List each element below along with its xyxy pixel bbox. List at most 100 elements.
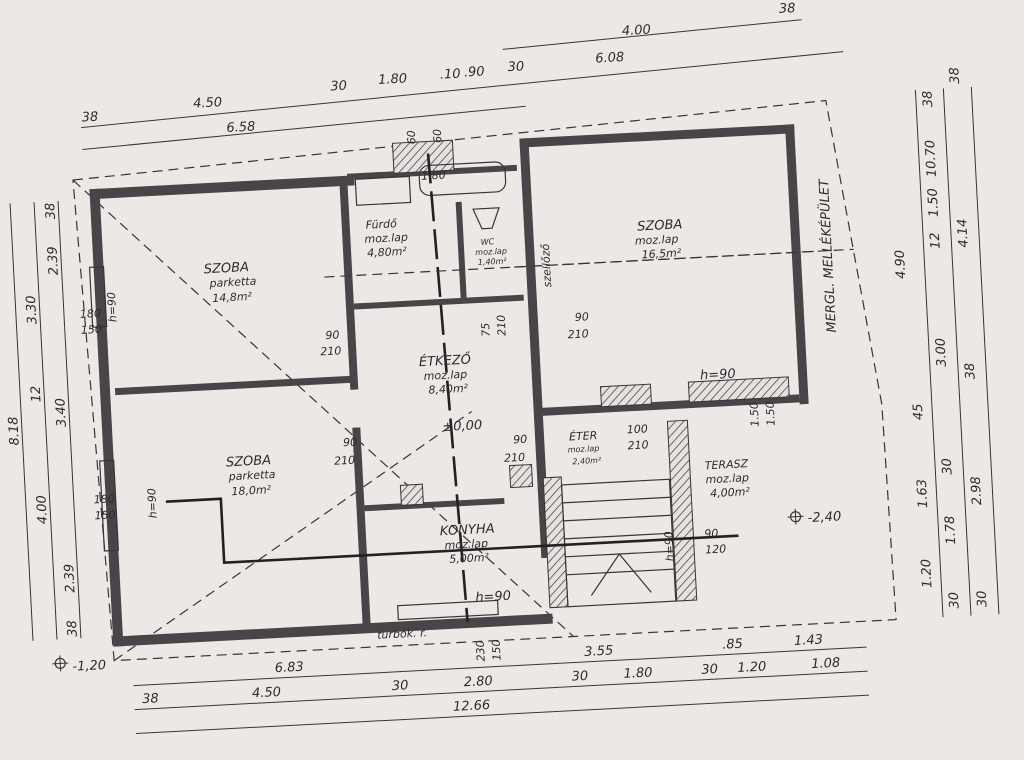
window	[99, 459, 120, 552]
svg-text:2.98: 2.98	[969, 476, 985, 506]
svg-text:1.08: 1.08	[811, 656, 841, 672]
room-floor: moz.lap	[364, 231, 408, 246]
room-area: 8,40m²	[428, 382, 469, 397]
svg-text:30: 30	[701, 662, 718, 678]
room-name: SZOBA	[226, 453, 272, 470]
sill-height: h=90	[662, 531, 677, 562]
svg-text:30: 30	[330, 79, 347, 95]
svg-text:30: 30	[947, 592, 963, 609]
svg-text:150: 150	[94, 508, 116, 522]
room-floor: moz.lap	[635, 232, 679, 247]
dim-left: 8.18 3.30 12 4.00 38 2.39 3.40 2.39 38	[6, 200, 82, 641]
room-name: TERASZ	[704, 457, 748, 472]
svg-text:8.18: 8.18	[6, 416, 22, 446]
sill-height: h=90	[105, 292, 120, 323]
svg-text:12.66: 12.66	[453, 698, 491, 715]
svg-text:10.70: 10.70	[923, 140, 940, 178]
svg-text:90: 90	[325, 328, 340, 342]
svg-text:1.80: 1.80	[378, 71, 408, 87]
svg-text:.85: .85	[722, 637, 743, 653]
wall	[114, 375, 355, 396]
room-name: SZOBA	[203, 260, 249, 277]
wall	[353, 294, 524, 310]
svg-text:-1,20: -1,20	[72, 658, 106, 675]
svg-text:1.63: 1.63	[915, 479, 931, 509]
wall	[364, 497, 505, 512]
room-szoba-1: SZOBA parketta 14,8m²	[203, 260, 256, 305]
room-floor: moz.lap	[568, 444, 600, 455]
svg-text:3.00: 3.00	[933, 338, 949, 368]
svg-text:60: 60	[431, 129, 445, 144]
svg-text:1.20: 1.20	[919, 559, 935, 589]
dim-bottom: 6.83 3.55 .85 1.43 38 4.50 30 2.80 30 1.…	[133, 632, 870, 735]
svg-text:4.14: 4.14	[955, 218, 971, 248]
wall	[339, 179, 359, 390]
bath-dim: 1.80	[421, 169, 446, 183]
svg-text:45: 45	[911, 403, 927, 420]
masonry	[508, 463, 534, 489]
sill-height: h=90	[475, 589, 511, 606]
svg-text:38: 38	[963, 362, 979, 379]
svg-text:38: 38	[65, 620, 81, 637]
svg-text:1.20: 1.20	[737, 659, 767, 675]
svg-text:4.50: 4.50	[193, 95, 223, 111]
room-area: 2,40m²	[572, 456, 602, 467]
section-cut-b	[426, 153, 469, 623]
room-name: Fürdő	[365, 217, 397, 232]
section-line	[324, 250, 814, 278]
svg-text:1.50: 1.50	[748, 402, 762, 427]
room-szoba-3: SZOBA moz.lap 16,5m²	[635, 217, 683, 261]
window	[88, 265, 108, 328]
svg-text:210: 210	[567, 327, 589, 341]
dim-top: 4.00 38 4.50 30 1.80 .10 .90 30 6.08 38 …	[81, 1, 844, 151]
room-floor: parketta	[227, 468, 276, 483]
svg-text:90: 90	[343, 436, 358, 450]
svg-text:75: 75	[479, 322, 493, 337]
wall	[112, 613, 553, 647]
room-area: 14,8m²	[212, 290, 253, 305]
svg-text:38: 38	[81, 110, 98, 126]
room-name: KONYHA	[439, 522, 494, 540]
room-etkezo: ÉTKEZŐ moz.lap 8,40m²	[419, 351, 473, 397]
room-name: ÉTKEZŐ	[419, 351, 473, 370]
svg-text:-2,40: -2,40	[807, 509, 841, 526]
svg-text:1.50: 1.50	[926, 188, 942, 218]
svg-text:1.43: 1.43	[794, 632, 824, 648]
room-wc: WC moz.lap 1,40m²	[475, 237, 508, 267]
room-area: 1,40m²	[478, 256, 508, 267]
toilet	[472, 207, 500, 230]
roof-ridge-1	[72, 179, 574, 637]
sill-height: h=90	[145, 488, 160, 519]
svg-text:38: 38	[779, 1, 796, 17]
svg-text:210: 210	[495, 315, 509, 337]
room-szoba-2: SZOBA parketta 18,0m²	[226, 453, 276, 498]
room-floor: moz.lap	[423, 368, 467, 383]
section-cut-a	[165, 497, 739, 565]
turbo-label: turbók. r.	[377, 626, 428, 642]
svg-text:150: 150	[490, 639, 504, 661]
svg-text:38: 38	[947, 67, 963, 84]
svg-text:210: 210	[334, 454, 356, 468]
bathtub	[418, 161, 507, 197]
room-floor: moz.lap	[705, 471, 749, 486]
svg-text:38: 38	[43, 202, 59, 219]
svg-text:.90: .90	[463, 64, 484, 80]
masonry	[599, 383, 652, 408]
svg-text:210: 210	[320, 344, 342, 358]
wall	[352, 427, 371, 628]
window	[397, 599, 499, 621]
svg-text:4.90: 4.90	[893, 250, 909, 280]
level-marker-m240: -2,40	[787, 508, 842, 526]
masonry	[687, 376, 790, 403]
svg-text:210: 210	[627, 438, 649, 452]
wall	[346, 164, 518, 180]
wall	[519, 138, 551, 559]
svg-text:180: 180	[80, 307, 102, 321]
svg-text:210: 210	[504, 451, 526, 465]
masonry	[666, 419, 698, 602]
svg-text:230: 230	[474, 640, 488, 662]
room-floor: moz.lap	[444, 537, 488, 552]
room-area: 5,00m²	[449, 551, 490, 566]
svg-text:30: 30	[940, 458, 956, 475]
room-eter: ÉTER moz.lap 2,40m²	[568, 429, 603, 467]
